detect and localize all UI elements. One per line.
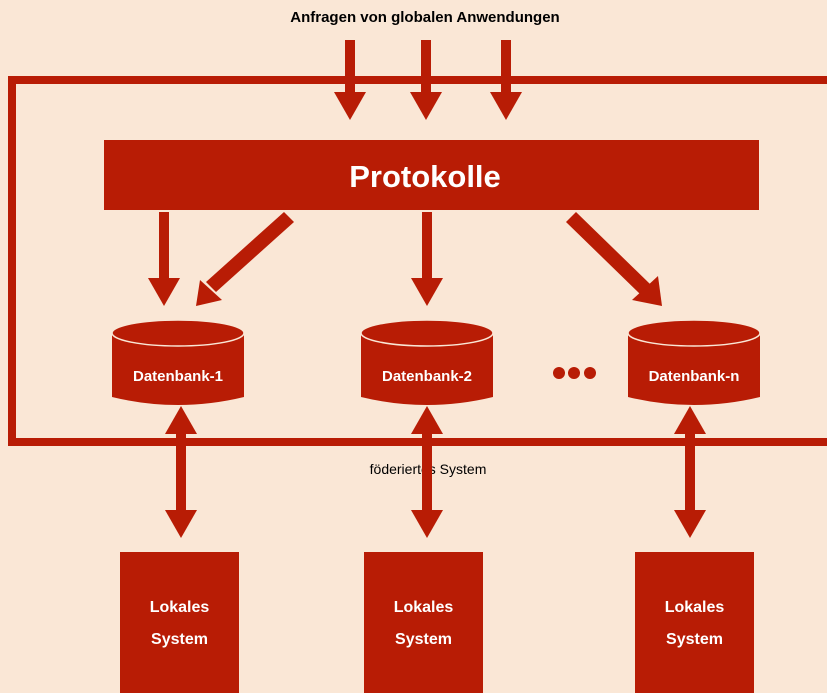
arrow-protocol-to-db1-diagonal xyxy=(196,212,294,306)
protocol-to-db-arrows xyxy=(148,212,662,306)
header-title: Anfragen von globalen Anwendungen xyxy=(290,9,559,26)
db2-local-arrow xyxy=(411,406,443,538)
request-arrow xyxy=(410,40,442,120)
request-arrows xyxy=(334,40,522,120)
local-system-line1: Lokales xyxy=(394,599,454,616)
database-label: Datenbank-1 xyxy=(133,368,223,385)
protocol-bar xyxy=(104,140,759,210)
local-system-line2: System xyxy=(151,631,208,648)
arrow-protocol-to-dbn-diagonal xyxy=(566,212,662,306)
database-2: Datenbank-2 xyxy=(360,319,494,405)
arrow-protocol-to-db2 xyxy=(411,212,443,306)
local-system-line2: System xyxy=(666,631,723,648)
bidirectional-arrows xyxy=(165,406,706,538)
local-system-2: Lokales System xyxy=(364,552,483,693)
local-system-line2: System xyxy=(395,631,452,648)
database-n: Datenbank-n xyxy=(627,319,761,405)
dbn-local-arrow xyxy=(674,406,706,538)
local-system-line1: Lokales xyxy=(150,599,210,616)
request-arrow xyxy=(334,40,366,120)
request-arrow xyxy=(490,40,522,120)
local-system-3: Lokales System xyxy=(635,552,754,693)
local-system-line1: Lokales xyxy=(665,599,725,616)
ellipsis-dots xyxy=(553,367,596,379)
database-label: Datenbank-n xyxy=(649,368,740,385)
local-system-1: Lokales System xyxy=(120,552,239,693)
protocol-bar-label: Protokolle xyxy=(349,159,501,194)
database-1: Datenbank-1 xyxy=(111,319,245,405)
database-label: Datenbank-2 xyxy=(382,368,472,385)
arrow-protocol-to-db1 xyxy=(148,212,180,306)
db1-local-arrow xyxy=(165,406,197,538)
